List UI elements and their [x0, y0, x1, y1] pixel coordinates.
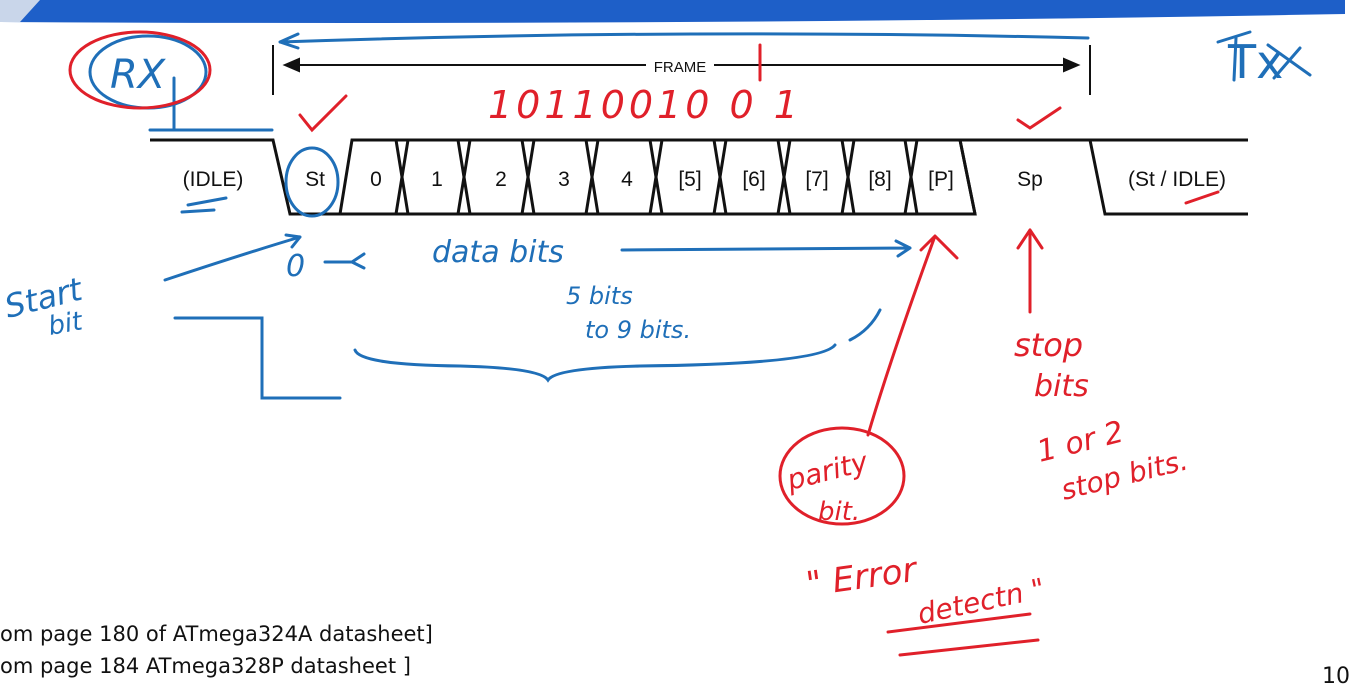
parity-arrow: [866, 234, 959, 437]
rx-label: RX: [110, 52, 167, 98]
frame-overline: [278, 32, 1090, 50]
data-bits-arrow: [323, 239, 912, 270]
field-stop: Sp: [1017, 168, 1043, 191]
stop-label-2: bits: [1034, 369, 1089, 404]
error-label-2: detectn ": [915, 572, 1048, 631]
stop-checkmark: [1016, 106, 1062, 130]
stop-label-1: stop: [1014, 326, 1083, 364]
header-banner-fade: [0, 0, 40, 22]
field-bit-4: 4: [621, 168, 633, 191]
signal-waveform: [150, 138, 1248, 216]
error-underline: [886, 612, 1040, 657]
field-idle: (IDLE): [183, 168, 244, 191]
stop-arrow: [1016, 228, 1044, 314]
parity-label-2: bit.: [818, 497, 860, 527]
idle-underline: [180, 196, 228, 214]
blue-annotations: [88, 30, 1312, 400]
field-parity: [P]: [928, 168, 954, 191]
field-start: St: [305, 168, 325, 191]
start-checkmark: [298, 94, 348, 133]
parity-label-1: parity: [783, 445, 872, 497]
start-arrow: [163, 233, 302, 282]
red-annotations: [68, 30, 1220, 657]
start-bit-circle: [284, 146, 340, 218]
frame-label: FRAME: [654, 59, 707, 76]
source-line-2: om page 184 ATmega328P datasheet ]: [0, 654, 411, 678]
data-range-1: 5 bits: [566, 282, 633, 310]
bracket: [173, 316, 342, 400]
data-bits-label: data bits: [432, 235, 564, 270]
start-zero: 0: [286, 249, 305, 284]
header-banner: [0, 0, 1345, 23]
start-bit-label-2: bit: [46, 306, 85, 342]
field-bit-3: 3: [558, 168, 570, 191]
error-label-1: " Error: [804, 550, 921, 605]
tx-label: Tx: [1227, 35, 1283, 89]
bit-pattern: 10110010 0 1: [488, 83, 802, 127]
parity-circle: [778, 426, 906, 526]
rx-red-circle: [68, 30, 212, 110]
source-line-1: om page 180 of ATmega324A datasheet]: [0, 622, 433, 646]
field-bit-8: [8]: [868, 168, 891, 191]
tx-strokes: [1216, 30, 1312, 82]
page-number: 10: [1322, 664, 1350, 689]
field-bit-1: 1: [431, 168, 443, 191]
idle-check: [1184, 190, 1220, 205]
data-range-2: to 9 bits.: [585, 316, 691, 344]
field-bit-0: 0: [370, 168, 382, 191]
field-bit-7: [7]: [805, 168, 828, 191]
field-bit-5: [5]: [678, 168, 701, 191]
field-bit-2: 2: [495, 168, 507, 191]
data-brace: [353, 308, 882, 383]
field-st-idle: (St / IDLE): [1128, 168, 1226, 191]
frame-dimension: [272, 45, 1091, 95]
field-bit-6: [6]: [742, 168, 765, 191]
